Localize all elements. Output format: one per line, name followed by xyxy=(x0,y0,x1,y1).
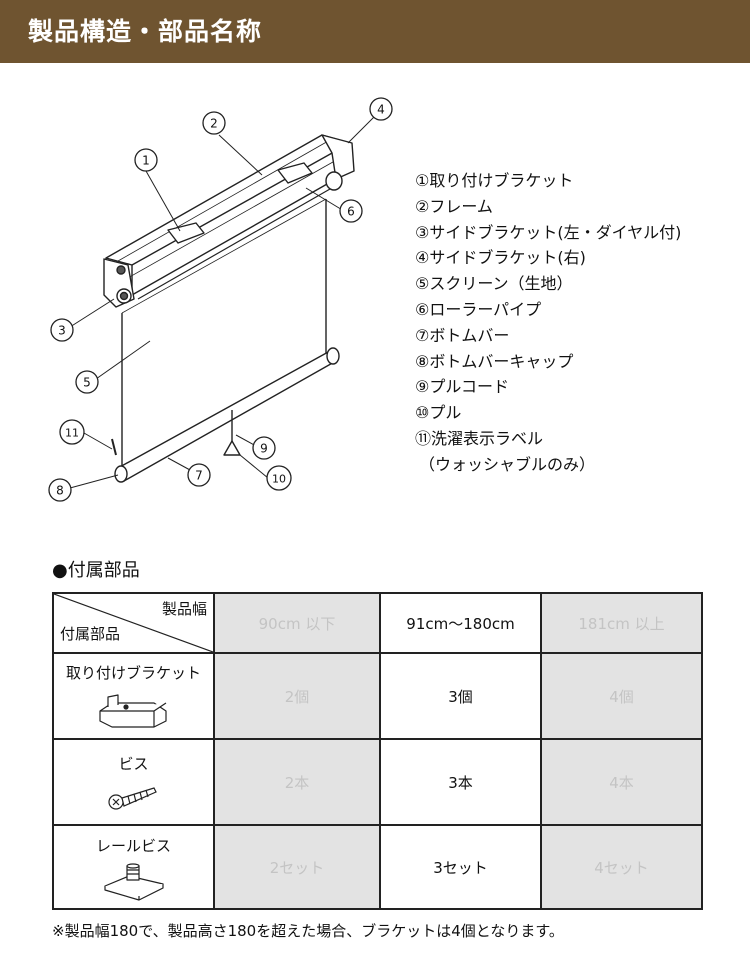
value-cell: 3個 xyxy=(379,652,542,740)
value-cell: 3本 xyxy=(379,738,542,826)
part-item: ⑤スクリーン（生地） xyxy=(415,274,573,294)
accessory-name: レールビス xyxy=(95,836,171,855)
diagonal-divider xyxy=(54,594,213,652)
part-item: ②フレーム xyxy=(415,196,493,216)
accessory-name-cell: ビス xyxy=(52,738,215,826)
table-row: レールビス 2セット 3セット 4セット xyxy=(52,824,703,910)
callout-6-circle xyxy=(339,199,363,223)
part-item: ①取り付けブラケット xyxy=(415,171,574,190)
accessory-name: 取り付けブラケット xyxy=(65,663,201,682)
callout-7-circle xyxy=(187,463,211,487)
callout-4-label: 4 xyxy=(377,103,385,117)
table-row: ビス 2本 3本 4本 xyxy=(52,738,703,826)
product-structure-diagram: 1 2 3 4 5 6 7 8 9 10 11 xyxy=(0,63,750,533)
value-cell: 4本 xyxy=(540,738,703,826)
part-item: ⑪洗濯表示ラベル xyxy=(415,428,544,448)
accessories-section-title: ●付属部品 xyxy=(52,560,140,581)
callout-5-circle xyxy=(75,370,99,394)
column-header: 90cm 以下 xyxy=(213,592,381,654)
part-item: ③サイドブラケット(左・ダイヤル付) xyxy=(415,222,682,242)
part-item: ⑥ローラーパイプ xyxy=(415,299,542,319)
part-item-note: （ウォッシャブルのみ） xyxy=(419,454,596,474)
value-cell: 3セット xyxy=(379,824,542,910)
callout-9-label: 9 xyxy=(260,442,268,456)
callout-5-label: 5 xyxy=(83,376,91,390)
callout-1-label: 1 xyxy=(142,154,150,168)
callout-7-label: 7 xyxy=(195,469,203,483)
corner-label-width: 製品幅 xyxy=(161,600,207,618)
callout-1-circle xyxy=(134,148,158,172)
table-header-row: 製品幅 付属部品 90cm 以下 91cm〜180cm 181cm 以上 xyxy=(52,592,703,654)
value-cell: 4セット xyxy=(540,824,703,910)
column-header: 181cm 以上 xyxy=(540,592,703,654)
accessory-name-cell: 取り付けブラケット xyxy=(52,652,215,740)
accessory-name-cell: レールビス xyxy=(52,824,215,910)
page-title: 製品構造・部品名称 xyxy=(28,17,263,46)
parts-name-list: ①取り付けブラケット ②フレーム ③サイドブラケット(左・ダイヤル付) ④サイド… xyxy=(415,168,745,478)
screw-icon xyxy=(107,786,157,810)
value-cell: 2本 xyxy=(213,738,381,826)
bracket-icon xyxy=(98,693,167,728)
callout-11-circle xyxy=(59,419,85,445)
callout-2-label: 2 xyxy=(210,117,218,131)
callout-8-circle xyxy=(48,478,72,502)
corner-label-parts: 付属部品 xyxy=(60,625,121,643)
rail-screw-icon xyxy=(103,862,164,901)
callout-10-label: 10 xyxy=(272,473,286,486)
value-cell: 4個 xyxy=(540,652,703,740)
callout-8-label: 8 xyxy=(56,484,64,498)
accessories-table: 製品幅 付属部品 90cm 以下 91cm〜180cm 181cm 以上 取り付… xyxy=(52,592,703,910)
callout-10-circle xyxy=(266,465,292,491)
part-item: ⑩プル xyxy=(415,403,462,423)
page-header: 製品構造・部品名称 xyxy=(0,0,750,63)
accessory-name: ビス xyxy=(118,754,149,773)
value-cell: 2セット xyxy=(213,824,381,910)
callout-3-label: 3 xyxy=(58,324,66,338)
callout-4-circle xyxy=(369,97,393,121)
part-item: ⑧ボトムバーキャップ xyxy=(415,351,574,371)
table-row: 取り付けブラケット 2個 3個 4個 xyxy=(52,652,703,740)
callout-9-circle xyxy=(252,436,276,460)
callout-3-circle xyxy=(50,318,74,342)
value-cell: 2個 xyxy=(213,652,381,740)
roller-blind-illustration: 1 2 3 4 5 6 7 8 9 10 11 xyxy=(48,97,393,502)
part-item: ⑦ボトムバー xyxy=(415,325,510,345)
part-item: ④サイドブラケット(右) xyxy=(415,248,586,268)
callout-2-circle xyxy=(202,111,226,135)
table-corner-cell: 製品幅 付属部品 xyxy=(52,592,215,654)
column-header: 91cm〜180cm xyxy=(379,592,542,654)
callout-6-label: 6 xyxy=(347,205,355,219)
footnote: ※製品幅180で、製品高さ180を超えた場合、ブラケットは4個となります。 xyxy=(52,922,564,940)
part-item: ⑨プルコード xyxy=(415,377,510,397)
callout-11-label: 11 xyxy=(65,427,79,440)
